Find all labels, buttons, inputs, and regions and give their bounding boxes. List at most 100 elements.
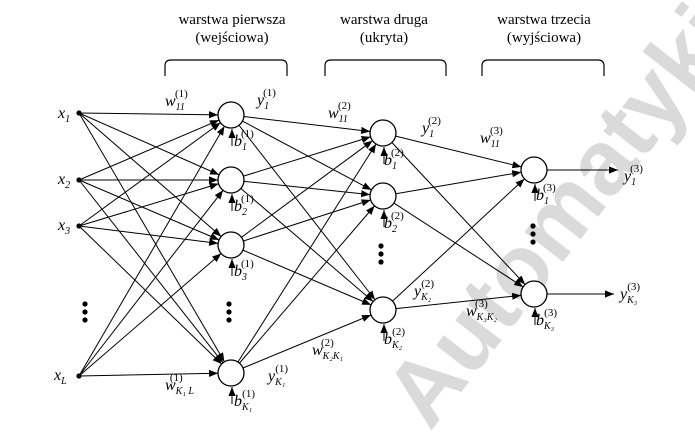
ellipsis-layer2-1: [378, 243, 384, 249]
edge-l1n3-l2n2: [243, 199, 371, 242]
neuron-l3-1: [520, 156, 548, 184]
edge-l1n4-l2n2: [239, 205, 375, 364]
ellipsis-layer3-2: [530, 231, 536, 237]
layer-1-brace: [164, 59, 288, 76]
neuron-l1-2: [217, 166, 245, 194]
output-y2-1: y1(2): [420, 115, 441, 140]
bias-b1-3: b3(1): [234, 258, 254, 283]
ellipsis-layer1-1: [226, 301, 232, 307]
bias-b1-k1: bK₁(1): [234, 388, 255, 413]
edge-l1n4-l2n3: [242, 314, 372, 369]
output-y1-k1: yK₁(1): [266, 363, 288, 388]
edge-l1n1-l2n2: [242, 120, 372, 191]
edge-l2n2-l3n1: [395, 170, 522, 195]
input-labels: x1 x2 x3 xL: [53, 105, 70, 387]
bias-b3-1: b1(3): [536, 182, 556, 207]
output-y3-1: y1(3): [622, 163, 643, 188]
svg-text:Automatyki: Automatyki: [365, 0, 695, 432]
edge-in3-l1n1: [78, 122, 221, 227]
edge-in3-l1n4: [78, 225, 223, 365]
output-labels: y1(1) yK₁(1) y1(2) yK₂(2) y1(3) yK₃(3): [255, 87, 643, 388]
bias-b1-2: b2(1): [234, 193, 254, 218]
neuron-l2-k2: [369, 296, 397, 324]
weight-labels: w11(1) wK₁ L(1) w11(2) wK₂K₁(2) w11(3) w…: [165, 88, 503, 397]
ellipsis-inputs-2: [82, 309, 88, 315]
edge-l1n2-l2n2: [243, 180, 371, 198]
weight-w2-k2k1: wK₂K₁(2): [312, 337, 343, 362]
output-y1-1: y1(1): [255, 87, 276, 112]
input-node-1: [76, 110, 82, 116]
connections: [78, 111, 618, 404]
bias-b2-1: b1(2): [384, 147, 404, 172]
edge-in2-l1n4: [78, 179, 224, 364]
watermark: Automatyki: [365, 0, 695, 432]
edge-in4-l1n2: [78, 189, 224, 377]
edge-l1n2-l2n1: [243, 136, 371, 177]
neurons: [217, 101, 548, 387]
bias-b1-1: b1(1): [234, 128, 254, 153]
input-label-x1: x1: [57, 105, 70, 125]
bias-b2-2: b2(2): [384, 210, 404, 235]
input-label-x3: x3: [57, 217, 70, 237]
layer-3-subtitle: (wyjściowa): [507, 30, 581, 46]
input-node-2: [76, 177, 82, 183]
bias-labels: b1(1) b2(1) b3(1) bK₁(1) b1(2) b2(2) bK₂…: [234, 128, 557, 413]
edge-l1n1-l2n1: [243, 116, 371, 134]
ellipsis-inputs-1: [82, 301, 88, 307]
neuron-l1-1: [217, 101, 245, 129]
neuron-l3-k3: [520, 280, 548, 308]
neuron-l2-2: [369, 182, 397, 210]
neuron-l1-k1: [217, 359, 245, 387]
edge-in4-l1n1: [78, 125, 225, 377]
weight-w1-k1l: wK₁ L(1): [165, 372, 194, 397]
output-y2-k2: yK₂(2): [412, 278, 434, 303]
ellipsis-layer2-3: [378, 259, 384, 265]
edge-l2n1-l3n2: [391, 142, 526, 285]
ellipsis-layer1-3: [226, 317, 232, 323]
edge-l2n3-l3n1: [392, 178, 525, 302]
edge-in1-l1n4: [78, 112, 225, 363]
ellipsis-layer1-2: [226, 309, 232, 315]
edge-l2n3-l3n2: [395, 292, 522, 310]
layer-3-brace: [481, 59, 605, 76]
layer-2-brace: [324, 59, 447, 76]
bias-b3-k3: bK₃(3): [536, 307, 557, 332]
edge-in2-l1n3: [78, 179, 220, 241]
edge-l1n3-l2n1: [241, 140, 373, 238]
edge-in3-l1n3: [78, 225, 219, 246]
output-y3-k3: yK₃(3): [618, 281, 640, 306]
ellipsis-layer3-1: [530, 223, 536, 229]
input-node-3: [76, 223, 82, 229]
edge-l1n1-l2n3: [238, 124, 376, 301]
neuron-l2-1: [369, 119, 397, 147]
ellipsis-dots: [82, 223, 536, 323]
edge-in4-l1n4: [78, 369, 219, 378]
edge-in1-l1n2: [78, 112, 220, 176]
edge-in1-l1n3: [78, 112, 222, 237]
layer-1-title: warstwa pierwsza: [178, 12, 285, 28]
edge-l2n1-l3n1: [395, 135, 522, 169]
ellipsis-layer3-3: [530, 239, 536, 245]
edge-in3-l1n2: [78, 182, 219, 227]
bias-b2-k2: bK₂(2): [384, 326, 405, 351]
layer-braces: [164, 59, 605, 76]
input-label-xl: xL: [53, 367, 67, 387]
edge-l1n3-l2n3: [242, 249, 372, 306]
input-nodes: [76, 110, 82, 379]
edge-l1n2-l2n3: [240, 188, 374, 302]
weight-w1-11: w11(1): [165, 88, 188, 113]
weight-w3-11: w11(3): [480, 125, 503, 150]
input-node-l: [76, 373, 82, 379]
layer-2-title: warstwa druga: [340, 12, 428, 28]
layer-headers: warstwa pierwsza (wejściowa) warstwa dru…: [178, 12, 591, 46]
edge-in4-l1n3: [78, 253, 222, 377]
edge-in2-l1n1: [78, 119, 220, 181]
layer-2-subtitle: (ukryta): [360, 30, 408, 46]
edge-l1n4-l2n1: [237, 143, 377, 363]
neuron-l1-3: [217, 231, 245, 259]
edge-in1-l1n1: [78, 111, 219, 119]
layer-3-title: warstwa trzecia: [497, 12, 591, 28]
weight-w2-11: w11(2): [328, 100, 351, 125]
